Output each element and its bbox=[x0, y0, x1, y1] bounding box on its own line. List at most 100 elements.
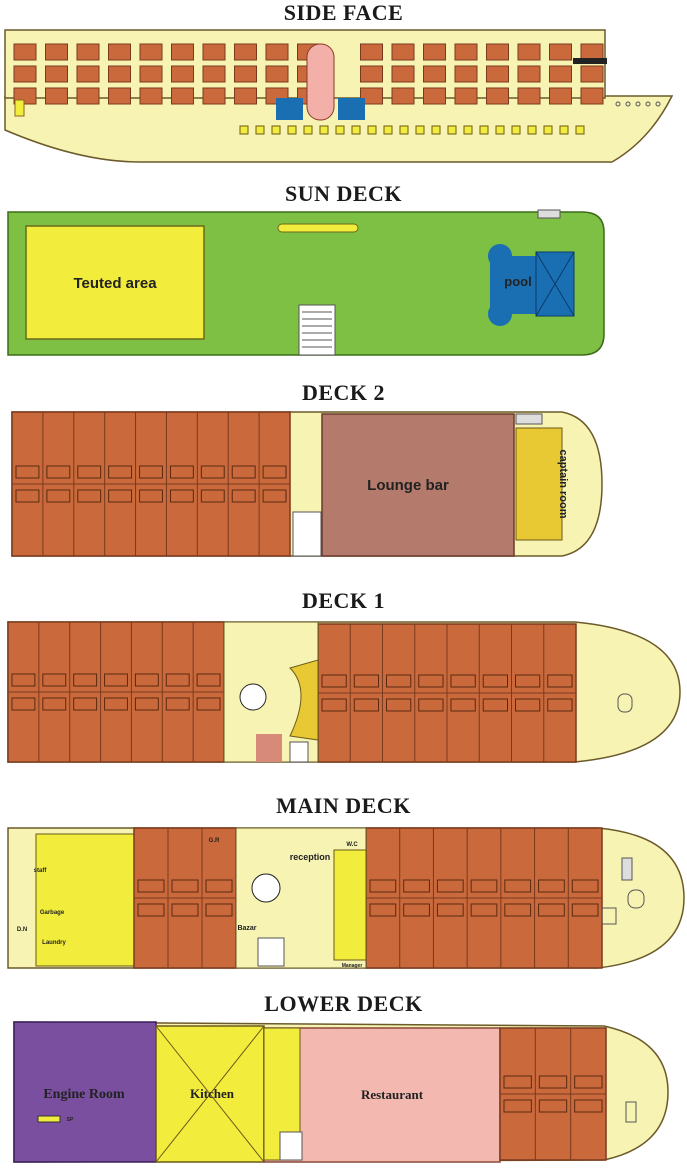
deck2-bed bbox=[231, 465, 256, 479]
deck-1-title: DECK 1 bbox=[301, 588, 386, 613]
tented-area bbox=[25, 225, 205, 340]
side-window bbox=[234, 65, 257, 83]
main-bed bbox=[504, 903, 532, 917]
deck2-bed bbox=[139, 489, 163, 503]
lower-bed bbox=[503, 1075, 532, 1089]
deck1-bed bbox=[418, 698, 444, 712]
deck1-bed bbox=[482, 698, 508, 712]
side-window bbox=[486, 43, 509, 61]
side-window bbox=[360, 87, 383, 105]
main-bed bbox=[571, 903, 599, 917]
main-bed bbox=[538, 879, 565, 893]
restaurant-label: Restaurant bbox=[361, 1087, 424, 1102]
porthole bbox=[495, 125, 505, 135]
porthole bbox=[271, 125, 281, 135]
deck2-bed bbox=[15, 465, 40, 479]
deck2-bed bbox=[262, 465, 287, 479]
side-face-view bbox=[4, 29, 674, 163]
staff-label: staff bbox=[34, 868, 48, 874]
side-window bbox=[391, 87, 415, 105]
side-window bbox=[139, 65, 163, 83]
main-bed bbox=[171, 903, 199, 917]
tented-area-label: Teuted area bbox=[73, 275, 157, 292]
deck2-bed bbox=[15, 489, 40, 503]
porthole bbox=[635, 101, 641, 107]
porthole bbox=[351, 125, 361, 135]
porthole bbox=[543, 125, 553, 135]
deck1-bed bbox=[321, 698, 347, 712]
side-window bbox=[517, 65, 541, 83]
side-window bbox=[108, 87, 131, 105]
porthole bbox=[239, 125, 249, 135]
side-window bbox=[549, 65, 572, 83]
porthole bbox=[655, 101, 661, 107]
deck1-bed bbox=[386, 698, 412, 712]
deck1-bed bbox=[134, 697, 159, 711]
deck1-bed bbox=[482, 674, 508, 688]
porthole bbox=[527, 125, 537, 135]
side-window bbox=[549, 87, 572, 105]
side-window bbox=[171, 65, 194, 83]
deck2-bed bbox=[200, 465, 225, 479]
deck2-bed bbox=[169, 465, 194, 479]
side-window bbox=[202, 65, 226, 83]
lounge-bar bbox=[321, 413, 515, 557]
kitchen-label: Kitchen bbox=[190, 1086, 235, 1101]
main-bed bbox=[436, 879, 464, 893]
porthole bbox=[575, 125, 585, 135]
engine-room-label: Engine Room bbox=[43, 1087, 125, 1102]
side-window bbox=[265, 65, 289, 83]
main-bed bbox=[571, 879, 599, 893]
porthole bbox=[303, 125, 313, 135]
pool-label: pool bbox=[504, 274, 531, 289]
porthole bbox=[645, 101, 651, 107]
side-window bbox=[549, 43, 572, 61]
restaurant bbox=[263, 1027, 501, 1163]
main-bed bbox=[205, 903, 233, 917]
deck1-bed bbox=[196, 697, 221, 711]
main-bed bbox=[369, 903, 397, 917]
side-window bbox=[423, 65, 446, 83]
lower-deck-title: LOWER DECK bbox=[264, 991, 423, 1016]
main-bed bbox=[470, 903, 498, 917]
deck1-bed bbox=[73, 697, 98, 711]
porthole bbox=[511, 125, 521, 135]
lower-bed bbox=[574, 1075, 603, 1089]
deck1-bed bbox=[515, 674, 541, 688]
main-bed bbox=[403, 903, 430, 917]
deck1-bed bbox=[353, 674, 379, 688]
lower-bed bbox=[574, 1099, 603, 1113]
captain-room-label: captain room bbox=[557, 449, 569, 518]
deck1-bed bbox=[353, 698, 379, 712]
side-window bbox=[454, 65, 478, 83]
deck1-bed bbox=[321, 674, 347, 688]
deck2-bed bbox=[46, 465, 71, 479]
side-window bbox=[76, 87, 100, 105]
deck2-bed bbox=[77, 489, 102, 503]
bench bbox=[277, 223, 359, 233]
lower-deck-plan: Engine Room SP Kitchen Restaurant bbox=[13, 1021, 669, 1163]
deck1-bed bbox=[104, 697, 128, 711]
side-window bbox=[486, 65, 509, 83]
porthole bbox=[431, 125, 441, 135]
deck1-bed bbox=[450, 698, 476, 712]
main-bed bbox=[436, 903, 464, 917]
side-window bbox=[171, 87, 194, 105]
deck-2-title: DECK 2 bbox=[301, 380, 386, 405]
deck1-bed bbox=[196, 673, 221, 687]
side-window bbox=[580, 65, 604, 83]
captain-room bbox=[515, 427, 563, 541]
side-window bbox=[391, 43, 415, 61]
porthole bbox=[335, 125, 345, 135]
side-window bbox=[108, 65, 131, 83]
main-bed bbox=[403, 879, 430, 893]
deck1-bed bbox=[73, 673, 98, 687]
side-window bbox=[423, 87, 446, 105]
deck2-bed bbox=[262, 489, 287, 503]
porthole bbox=[415, 125, 425, 135]
side-window bbox=[45, 65, 68, 83]
side-window bbox=[108, 43, 131, 61]
pool bbox=[488, 244, 575, 326]
lounge-bar-label: Lounge bar bbox=[367, 477, 449, 494]
